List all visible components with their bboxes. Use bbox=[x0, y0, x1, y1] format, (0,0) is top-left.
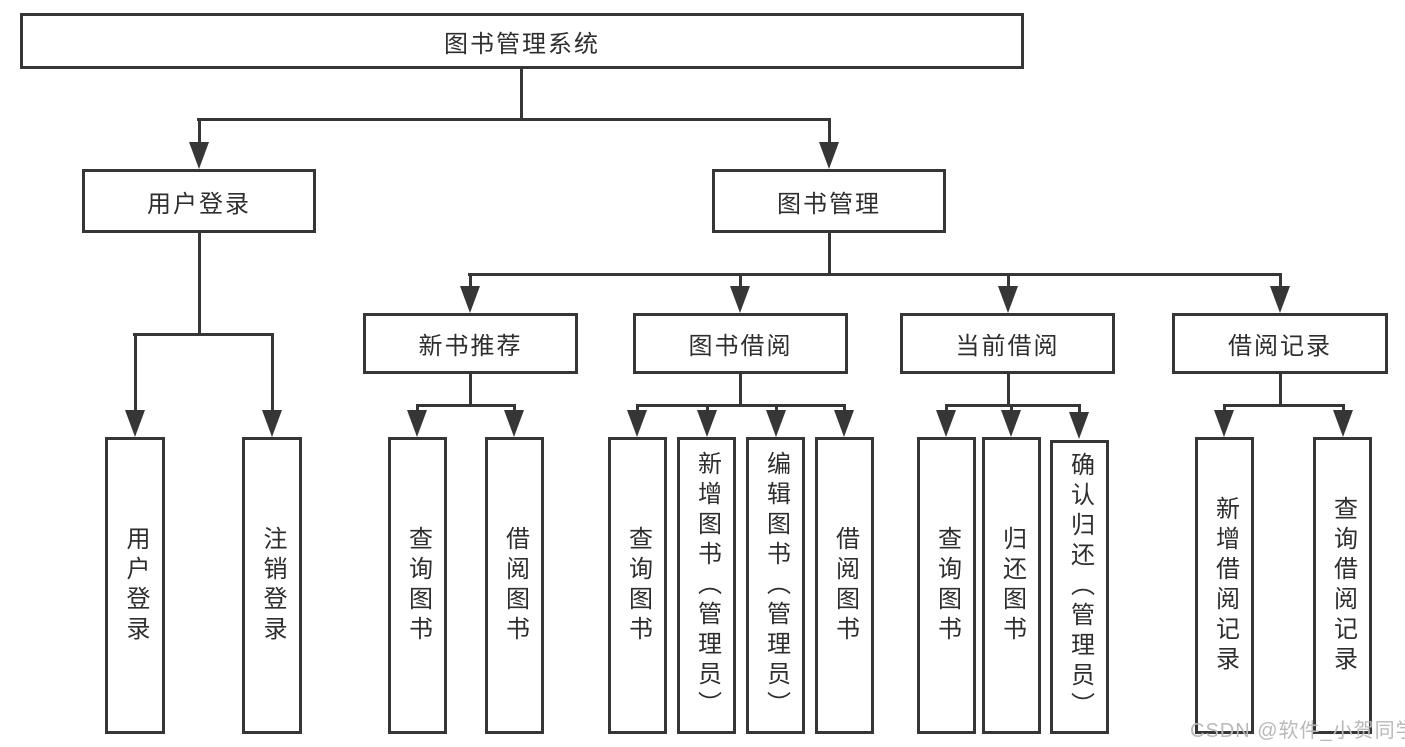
leaf-confirm-return-admin: 确认归还（管理员） bbox=[1050, 440, 1109, 734]
arrowhead-down-icon bbox=[460, 286, 480, 313]
edge-line bbox=[469, 273, 472, 289]
edge-line bbox=[1279, 273, 1282, 289]
arrowhead-down-icon bbox=[766, 410, 786, 437]
leaf-label: 借阅图书 bbox=[831, 525, 859, 646]
leaf-query-borrow-record: 查询借阅记录 bbox=[1313, 437, 1372, 734]
leaf-return-books: 归还图书 bbox=[982, 437, 1041, 734]
edge-line bbox=[945, 404, 1081, 407]
arrowhead-down-icon bbox=[125, 410, 145, 437]
leaf-current-query-books: 查询图书 bbox=[917, 437, 976, 734]
arrowhead-down-icon bbox=[627, 410, 647, 437]
leaf-label: 查询借阅记录 bbox=[1329, 495, 1357, 676]
leaf-label: 查询图书 bbox=[404, 525, 432, 646]
node-current-borrowing: 当前借阅 bbox=[900, 313, 1115, 374]
node-user-login: 用户登录 bbox=[82, 169, 316, 233]
leaf-borrow-query-books: 查询图书 bbox=[608, 437, 667, 734]
leaf-label: 新增图书（管理员） bbox=[693, 450, 721, 721]
edge-line bbox=[828, 118, 831, 146]
node-new-book-recommendation: 新书推荐 bbox=[363, 313, 578, 374]
edge-line bbox=[197, 118, 831, 121]
node-book-management: 图书管理 bbox=[712, 169, 946, 233]
edge-line bbox=[520, 69, 523, 121]
leaf-logout: 注销登录 bbox=[242, 437, 302, 734]
edge-line bbox=[271, 333, 274, 413]
arrowhead-down-icon bbox=[262, 410, 282, 437]
arrowhead-down-icon bbox=[730, 286, 750, 313]
arrowhead-down-icon bbox=[819, 142, 839, 169]
arrowhead-down-icon bbox=[189, 142, 209, 169]
leaf-label: 用户登录 bbox=[122, 525, 149, 646]
arrowhead-down-icon bbox=[407, 410, 427, 437]
edge-line bbox=[416, 404, 516, 407]
edge-line bbox=[134, 333, 137, 413]
edge-line bbox=[1078, 404, 1081, 416]
node-borrowing-records: 借阅记录 bbox=[1172, 313, 1388, 374]
edge-line bbox=[1279, 374, 1282, 407]
edge-line bbox=[1223, 404, 1345, 407]
arrowhead-down-icon bbox=[1270, 286, 1290, 313]
leaf-label: 注销登录 bbox=[259, 525, 286, 646]
arrowhead-down-icon bbox=[834, 410, 854, 437]
leaf-recommend-borrow-books: 借阅图书 bbox=[485, 437, 544, 734]
leaf-label: 借阅图书 bbox=[501, 525, 529, 646]
edge-line bbox=[739, 273, 742, 289]
leaf-recommend-query-books: 查询图书 bbox=[388, 437, 447, 734]
edge-line bbox=[198, 233, 201, 336]
edge-line bbox=[828, 233, 831, 276]
leaf-add-books-admin: 新增图书（管理员） bbox=[677, 437, 736, 734]
arrowhead-down-icon bbox=[1069, 412, 1089, 439]
edge-line bbox=[739, 374, 742, 407]
arrowhead-down-icon bbox=[998, 286, 1018, 313]
arrowhead-down-icon bbox=[936, 410, 956, 437]
arrowhead-down-icon bbox=[1001, 410, 1021, 437]
arrowhead-down-icon bbox=[1333, 410, 1353, 437]
edge-line bbox=[1007, 273, 1010, 289]
arrowhead-down-icon bbox=[1214, 410, 1234, 437]
edge-line bbox=[198, 118, 201, 146]
watermark: CSDN @软件_小贺同学 bbox=[1190, 720, 1405, 742]
edge-line bbox=[468, 273, 1282, 276]
edge-line bbox=[469, 374, 472, 407]
leaf-label: 查询图书 bbox=[933, 525, 961, 646]
leaf-edit-books-admin: 编辑图书（管理员） bbox=[746, 437, 805, 734]
leaf-label: 确认归还（管理员） bbox=[1066, 452, 1094, 722]
leaf-label: 编辑图书（管理员） bbox=[762, 450, 790, 721]
node-library-management-system: 图书管理系统 bbox=[20, 13, 1024, 69]
leaf-label: 新增借阅记录 bbox=[1211, 495, 1239, 676]
leaf-borrow-books: 借阅图书 bbox=[815, 437, 874, 734]
leaf-add-borrow-record: 新增借阅记录 bbox=[1195, 437, 1254, 734]
leaf-user-login: 用户登录 bbox=[105, 437, 165, 734]
edge-line bbox=[636, 404, 846, 407]
arrowhead-down-icon bbox=[504, 410, 524, 437]
node-book-borrowing: 图书借阅 bbox=[633, 313, 848, 374]
edge-line bbox=[1007, 374, 1010, 407]
edge-line bbox=[133, 333, 274, 336]
leaf-label: 查询图书 bbox=[624, 525, 652, 646]
leaf-label: 归还图书 bbox=[998, 525, 1026, 646]
arrowhead-down-icon bbox=[697, 410, 717, 437]
